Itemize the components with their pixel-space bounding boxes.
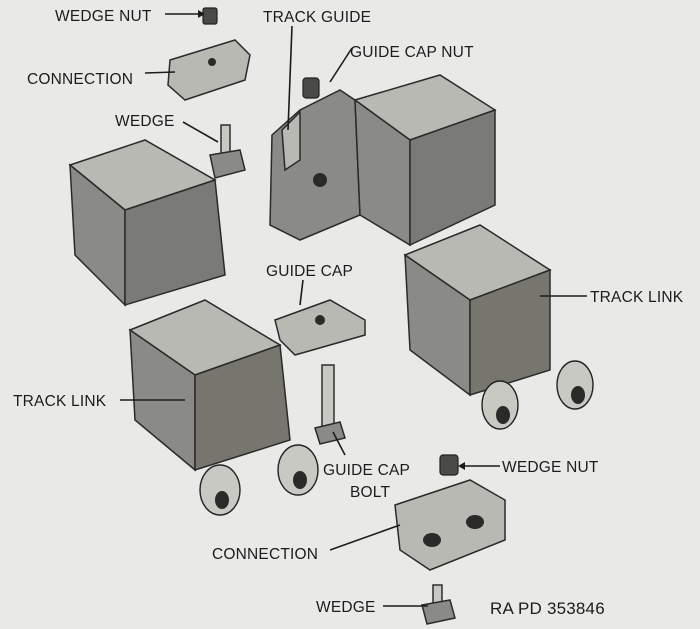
wedge-bottom-part <box>421 584 456 625</box>
callout-labels: WEDGE NUT TRACK GUIDE CONNECTION GUIDE C… <box>13 8 684 618</box>
guide-cap-bolt-part <box>314 364 346 445</box>
leader-lines <box>120 10 587 607</box>
label-wedge-nut-top: WEDGE NUT <box>55 8 152 25</box>
wedge-nut-top-part <box>202 7 218 25</box>
wedge-top-part <box>209 124 246 179</box>
label-wedge-nut-bottom: WEDGE NUT <box>502 459 599 476</box>
label-guide-cap-bolt-line1: GUIDE CAP <box>323 462 410 479</box>
track-guide-part <box>269 77 361 241</box>
label-guide-cap: GUIDE CAP <box>266 263 353 280</box>
label-track-link-right: TRACK LINK <box>590 289 684 306</box>
connection-top-part <box>167 39 251 101</box>
parts-illustration <box>68 7 594 625</box>
label-connection-bottom: CONNECTION <box>212 546 318 563</box>
figure-id: RA PD 353846 <box>490 599 605 618</box>
label-guide-cap-bolt-line2: BOLT <box>350 484 390 501</box>
guide-cap-part <box>274 299 366 356</box>
label-connection-top: CONNECTION <box>27 71 133 88</box>
label-track-guide: TRACK GUIDE <box>263 9 371 26</box>
track-link-right-upper-part <box>353 74 497 247</box>
connection-bottom-part <box>394 479 506 571</box>
label-wedge-bottom: WEDGE <box>316 599 376 616</box>
track-link-left-upper-part <box>68 139 226 307</box>
label-track-link-left: TRACK LINK <box>13 393 107 410</box>
wedge-nut-bottom-part <box>439 454 459 476</box>
track-link-left-lower-part <box>128 299 319 516</box>
track-link-right-lower-part <box>403 224 594 430</box>
label-guide-cap-nut: GUIDE CAP NUT <box>350 44 474 61</box>
label-wedge-top: WEDGE <box>115 113 175 130</box>
